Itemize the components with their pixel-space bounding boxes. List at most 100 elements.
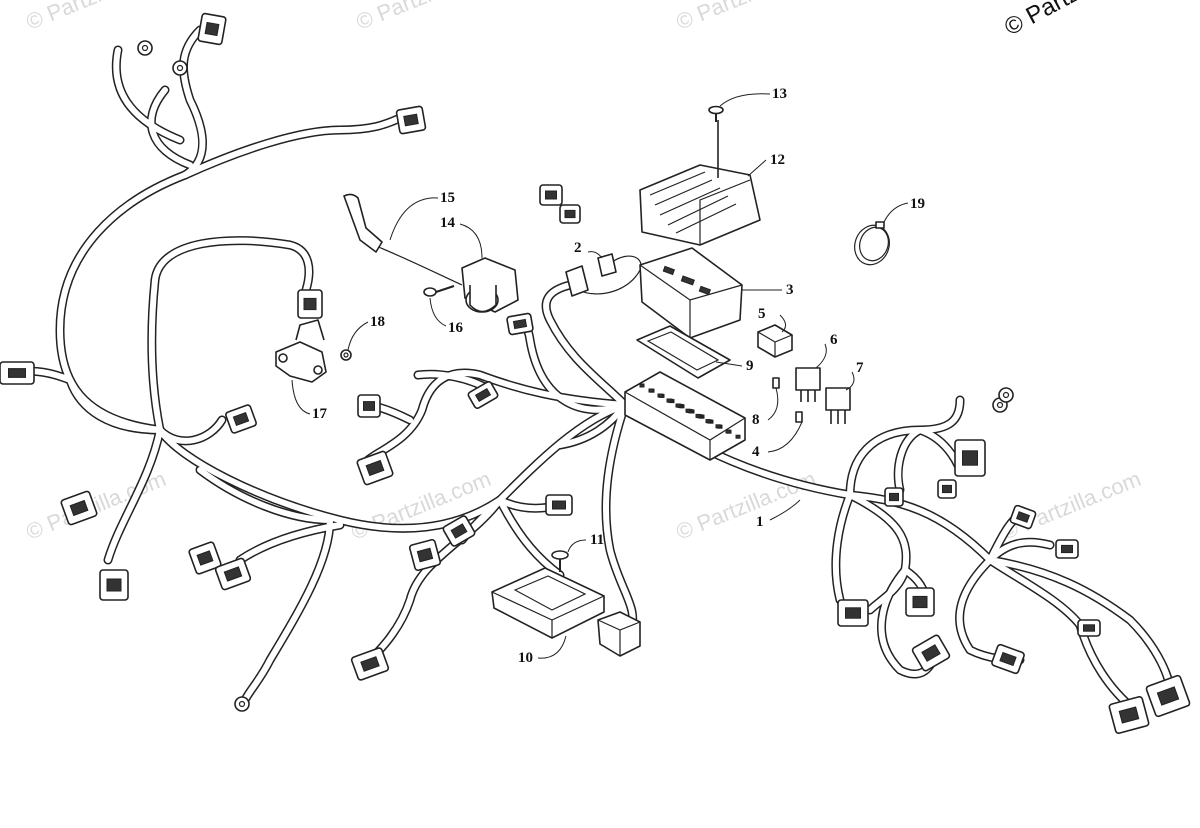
harness-wire-core [67, 377, 163, 433]
callout-12: 12 [770, 152, 785, 168]
fuse-block [624, 371, 746, 461]
connector-pin-block [403, 113, 419, 127]
fuse-box-cover-3 [639, 247, 743, 339]
harness-wire-core [832, 492, 853, 603]
ring-terminal-hole [141, 44, 149, 52]
harness-wire [1075, 620, 1140, 715]
callout-18: 18 [370, 314, 385, 330]
spark-plug-cap-15 [343, 193, 383, 253]
fuse-8 [772, 377, 780, 389]
voltage-regulator-12 [639, 120, 761, 246]
connector-pin-block [223, 566, 243, 582]
watermark: © Partzilla.com [998, 466, 1145, 545]
connector-pin-block [845, 607, 861, 619]
harness-wire-core [603, 402, 636, 633]
relay-7 [825, 387, 851, 424]
fuse-4 [795, 411, 803, 423]
fuse-cavity [695, 413, 701, 418]
gasket-9 [636, 325, 731, 379]
callout-14: 14 [440, 215, 456, 231]
callout-10: 10 [518, 650, 533, 666]
screw-16 [423, 285, 455, 297]
fuse-cavity [675, 403, 681, 408]
connector-pin-block [1061, 544, 1073, 554]
harness-wire-core [237, 522, 343, 563]
callout-11: 11 [590, 532, 604, 548]
connector-pin-block [942, 484, 952, 494]
connector-pin-block [1083, 624, 1095, 632]
leader-lines [291, 93, 909, 659]
connector-pin-block [365, 459, 385, 477]
connector-pin-block [1118, 706, 1140, 724]
harness-wire-core [497, 497, 563, 578]
watermark: © Partzilla.com [23, 0, 170, 35]
callout-3: 3 [786, 282, 794, 298]
harness-wire-core [182, 115, 403, 178]
nut-18 [340, 349, 352, 361]
connector-pin-block [8, 368, 26, 378]
harness-wire-core [847, 492, 910, 613]
connector-pin-block [999, 651, 1017, 667]
ring-terminal [137, 40, 153, 56]
callout-17: 17 [312, 406, 328, 422]
copyright-label: © Partzilla [1000, 0, 1110, 41]
ring-terminal-hole [238, 700, 246, 708]
harness-wire [915, 425, 965, 475]
callout-5: 5 [758, 306, 766, 322]
connector-pin-block [106, 578, 122, 592]
connector-pin-block [416, 547, 434, 563]
fuse-cavity [725, 429, 731, 434]
fuse-cavity [685, 408, 691, 413]
harness-wire-core [105, 427, 163, 563]
connector-layer [0, 12, 1191, 735]
connector-pin-block [69, 499, 89, 517]
inline-fuse-holder-2 [565, 253, 617, 297]
ignition-coil-14 [461, 257, 519, 313]
callout-layer: 1 2 3 4 5 6 7 8 9 10 11 12 13 14 15 16 1… [312, 86, 925, 666]
watermark: © Partzilla.com [353, 0, 500, 35]
screw-11 [551, 550, 569, 572]
relay-5 [757, 324, 793, 358]
harness-wire-core [148, 237, 312, 433]
harness-wire [541, 280, 630, 410]
connector-pin-block [232, 412, 250, 426]
fuse-cavity [639, 383, 645, 388]
ring-terminal [172, 60, 188, 76]
harness-wire [147, 236, 314, 435]
callout-2: 2 [574, 240, 582, 256]
connector-pin-block [1015, 511, 1031, 523]
watermark: © Partzilla.com [673, 0, 820, 35]
callout-9: 9 [746, 358, 754, 374]
callout-8: 8 [752, 412, 760, 428]
connector-pin-block [303, 297, 317, 311]
ecu-module-10 [491, 567, 641, 657]
connector-pin-block [962, 450, 978, 466]
fuse-cavity [705, 419, 711, 424]
ring-terminal-hole [996, 401, 1004, 409]
fuse-cavity [648, 388, 654, 393]
watermark: © Partzilla.com [673, 466, 820, 545]
fuse-cavity [735, 434, 741, 439]
ring-terminal [234, 696, 250, 712]
harness-wire-core [557, 402, 628, 448]
connector-pin-block [360, 656, 380, 672]
spark-plug-lead [375, 245, 463, 286]
connector-pin-block [545, 190, 557, 200]
connector-pin-block [1156, 686, 1180, 706]
screw-13 [708, 105, 724, 122]
harness-wire-core [543, 282, 628, 408]
harness-wire-core [180, 27, 206, 178]
connector-pin-block [204, 21, 220, 37]
harness-wire-core [113, 47, 183, 143]
connector-pin-block [552, 500, 566, 510]
callout-7: 7 [856, 360, 864, 376]
sensor-17 [275, 319, 327, 383]
harness-wire-core [895, 427, 923, 493]
connector-pin-block [564, 209, 576, 219]
callout-16: 16 [448, 320, 464, 336]
callout-6: 6 [830, 332, 838, 348]
connector-pin-block [450, 523, 468, 539]
callout-4: 4 [752, 444, 760, 460]
callout-13: 13 [772, 86, 787, 102]
